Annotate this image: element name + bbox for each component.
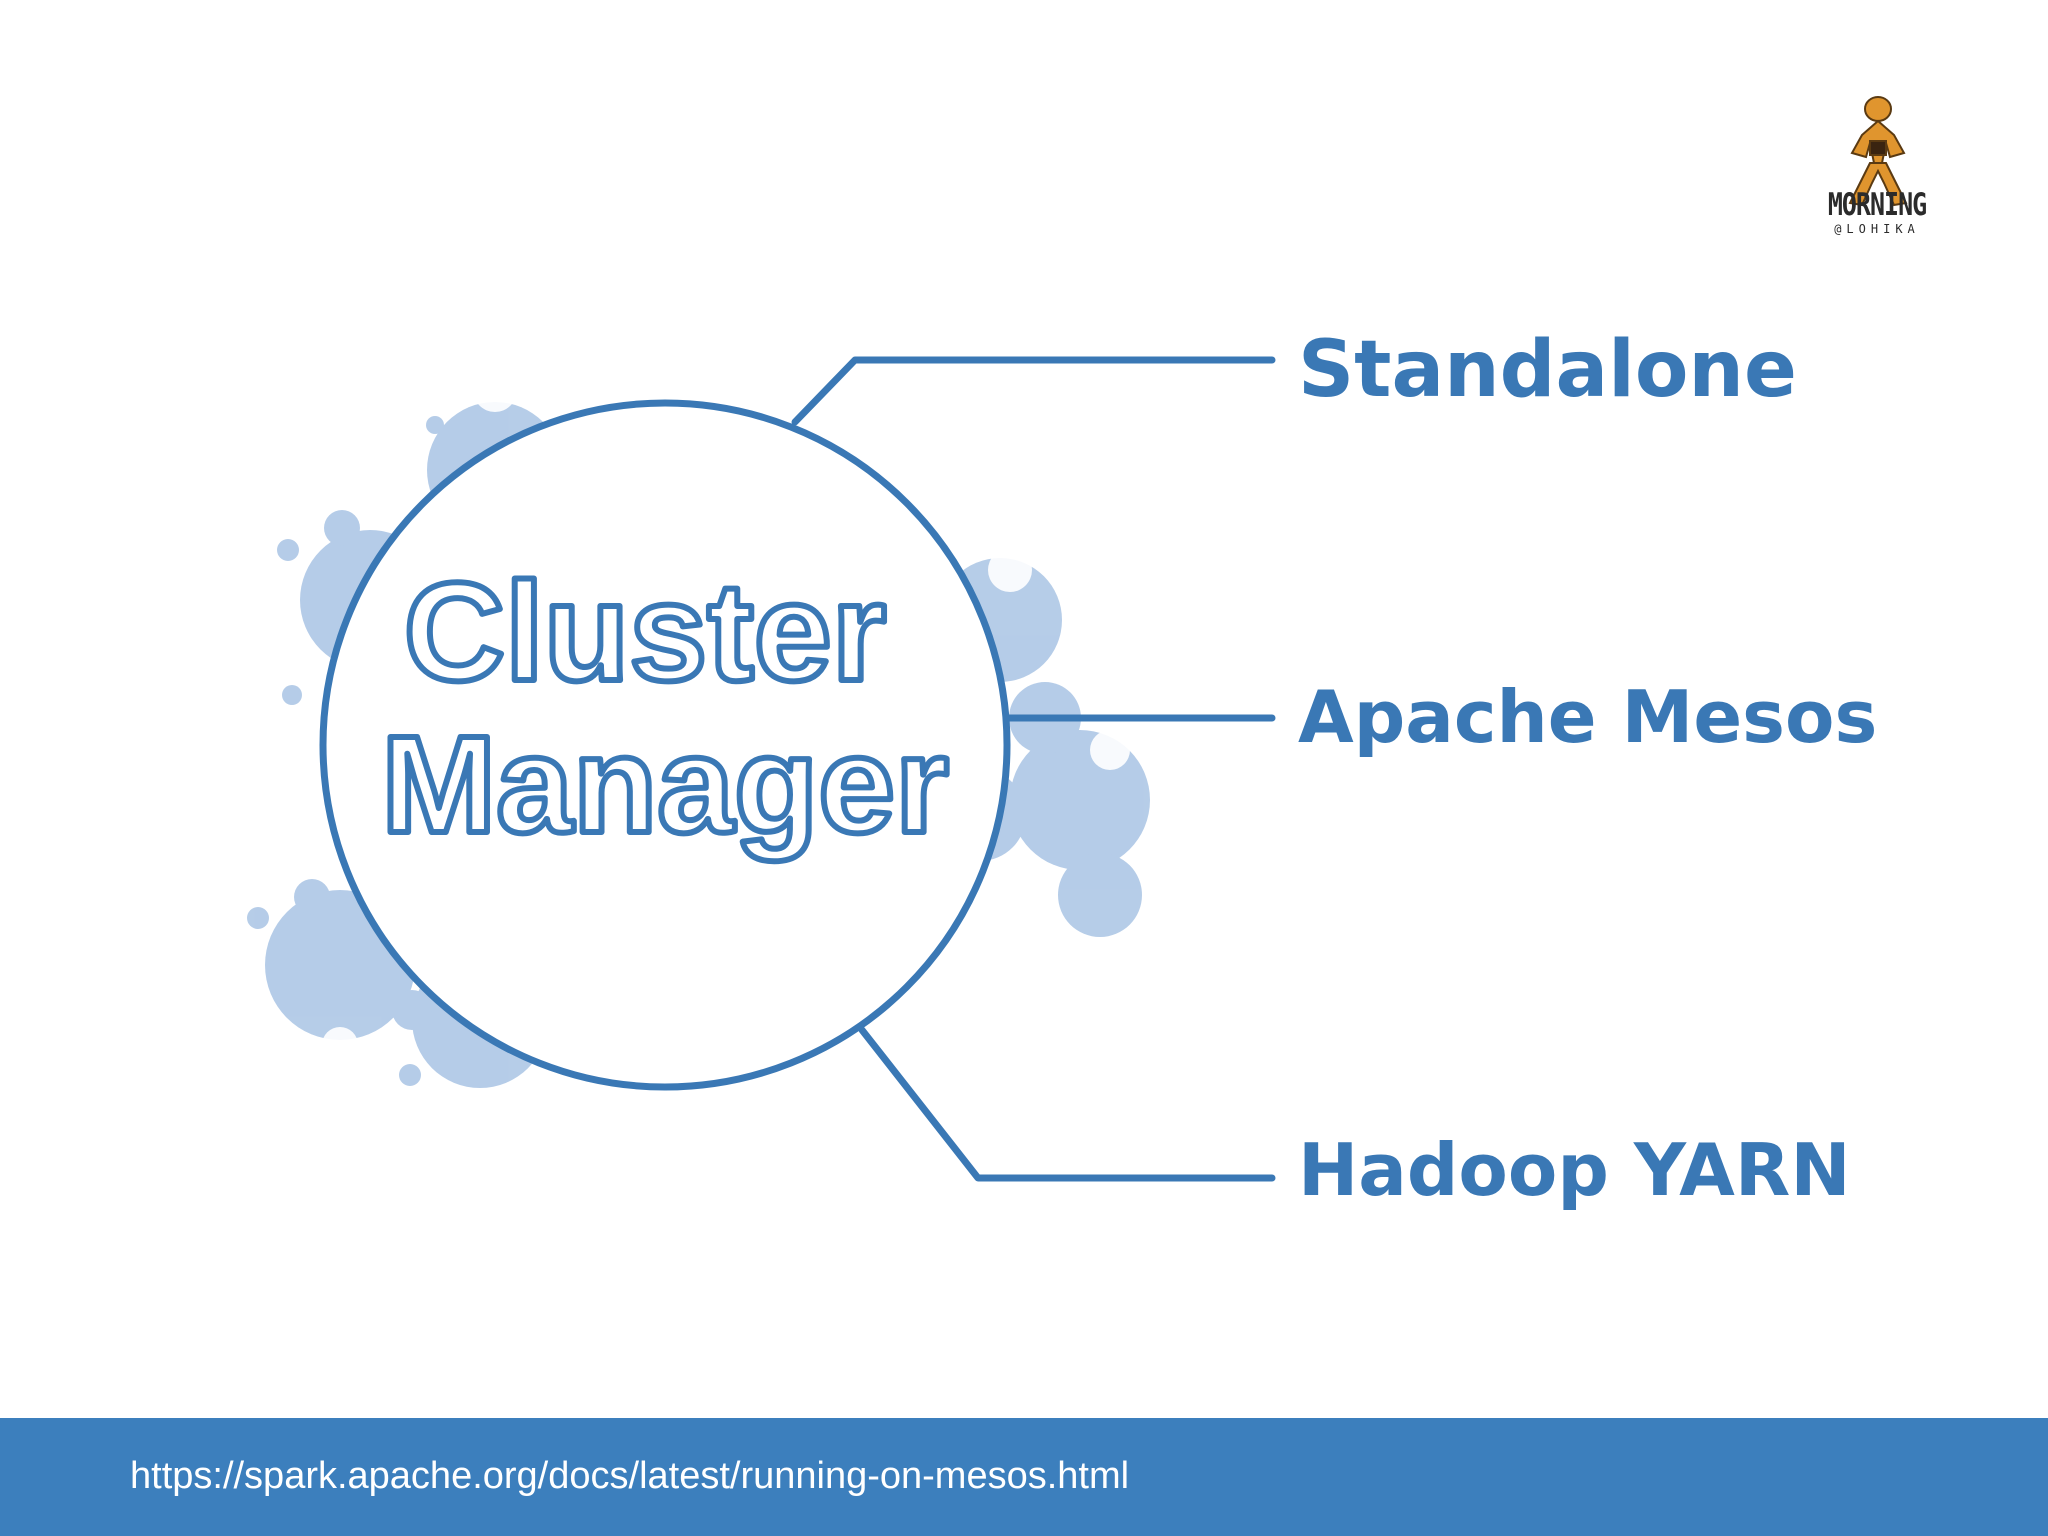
- logo-subtext: @LOHIKA: [1834, 222, 1920, 236]
- branch-label-standalone: Standalone: [1298, 325, 1797, 415]
- cluster-manager-diagram: Cluster Manager Standalone Apache Mesos …: [247, 325, 1877, 1212]
- bubble-highlights: [322, 368, 1130, 1063]
- center-label-line1: Cluster: [404, 553, 886, 710]
- connector-hadoop-yarn: [858, 1026, 1276, 1182]
- connector-standalone: [791, 356, 1276, 426]
- connector-lines: [791, 356, 1276, 1182]
- morning-lohika-logo-icon: [1848, 96, 1908, 207]
- branch-label-apache-mesos: Apache Mesos: [1298, 675, 1877, 759]
- cluster-manager-circle: [319, 399, 1011, 1091]
- logo-wordmark: MORNING: [1827, 186, 1927, 223]
- center-label-line2: Manager: [381, 708, 949, 862]
- footer-url-link[interactable]: https://spark.apache.org/docs/latest/run…: [130, 1455, 1130, 1497]
- branch-label-hadoop-yarn: Hadoop YARN: [1298, 1128, 1851, 1212]
- footer-bar: [0, 1418, 2048, 1536]
